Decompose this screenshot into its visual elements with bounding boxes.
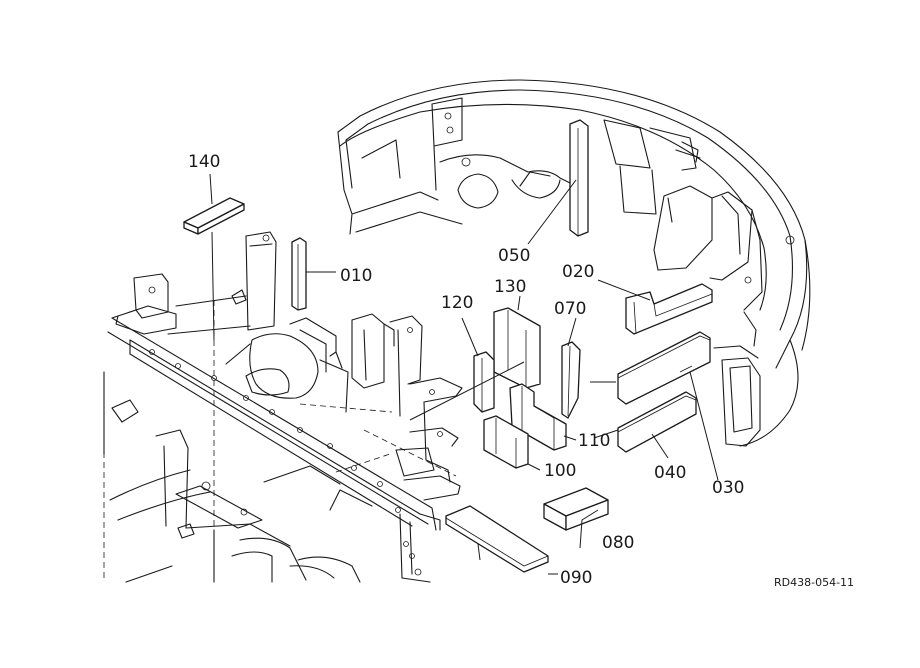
callout-140: 140 bbox=[188, 152, 220, 172]
part-020-bracket bbox=[625, 283, 713, 335]
part-030-plate bbox=[617, 331, 711, 405]
part-080-block bbox=[543, 487, 609, 531]
callout-090: 090 bbox=[560, 568, 592, 588]
callout-080: 080 bbox=[602, 533, 634, 553]
upper-frame bbox=[103, 231, 463, 583]
part-040-plate bbox=[617, 391, 697, 453]
part-070-plate bbox=[561, 341, 581, 419]
callout-120: 120 bbox=[441, 293, 473, 313]
part-090-plate bbox=[445, 505, 549, 573]
callout-130: 130 bbox=[494, 277, 526, 297]
callout-110: 110 bbox=[578, 431, 610, 451]
callout-030: 030 bbox=[712, 478, 744, 498]
counterweight-assembly bbox=[337, 79, 811, 447]
callout-020: 020 bbox=[562, 262, 594, 282]
callout-070: 070 bbox=[554, 299, 586, 319]
callout-040: 040 bbox=[654, 463, 686, 483]
part-010-bar bbox=[291, 237, 307, 311]
callout-100: 100 bbox=[544, 461, 576, 481]
leader-lines bbox=[209, 173, 719, 575]
part-130-plate bbox=[493, 307, 541, 389]
part-050-bar bbox=[569, 119, 589, 237]
callout-050: 050 bbox=[498, 246, 530, 266]
drawing-reference: RD438-054-11 bbox=[774, 576, 854, 589]
callout-010: 010 bbox=[340, 266, 372, 286]
part-140-plate bbox=[183, 197, 245, 235]
